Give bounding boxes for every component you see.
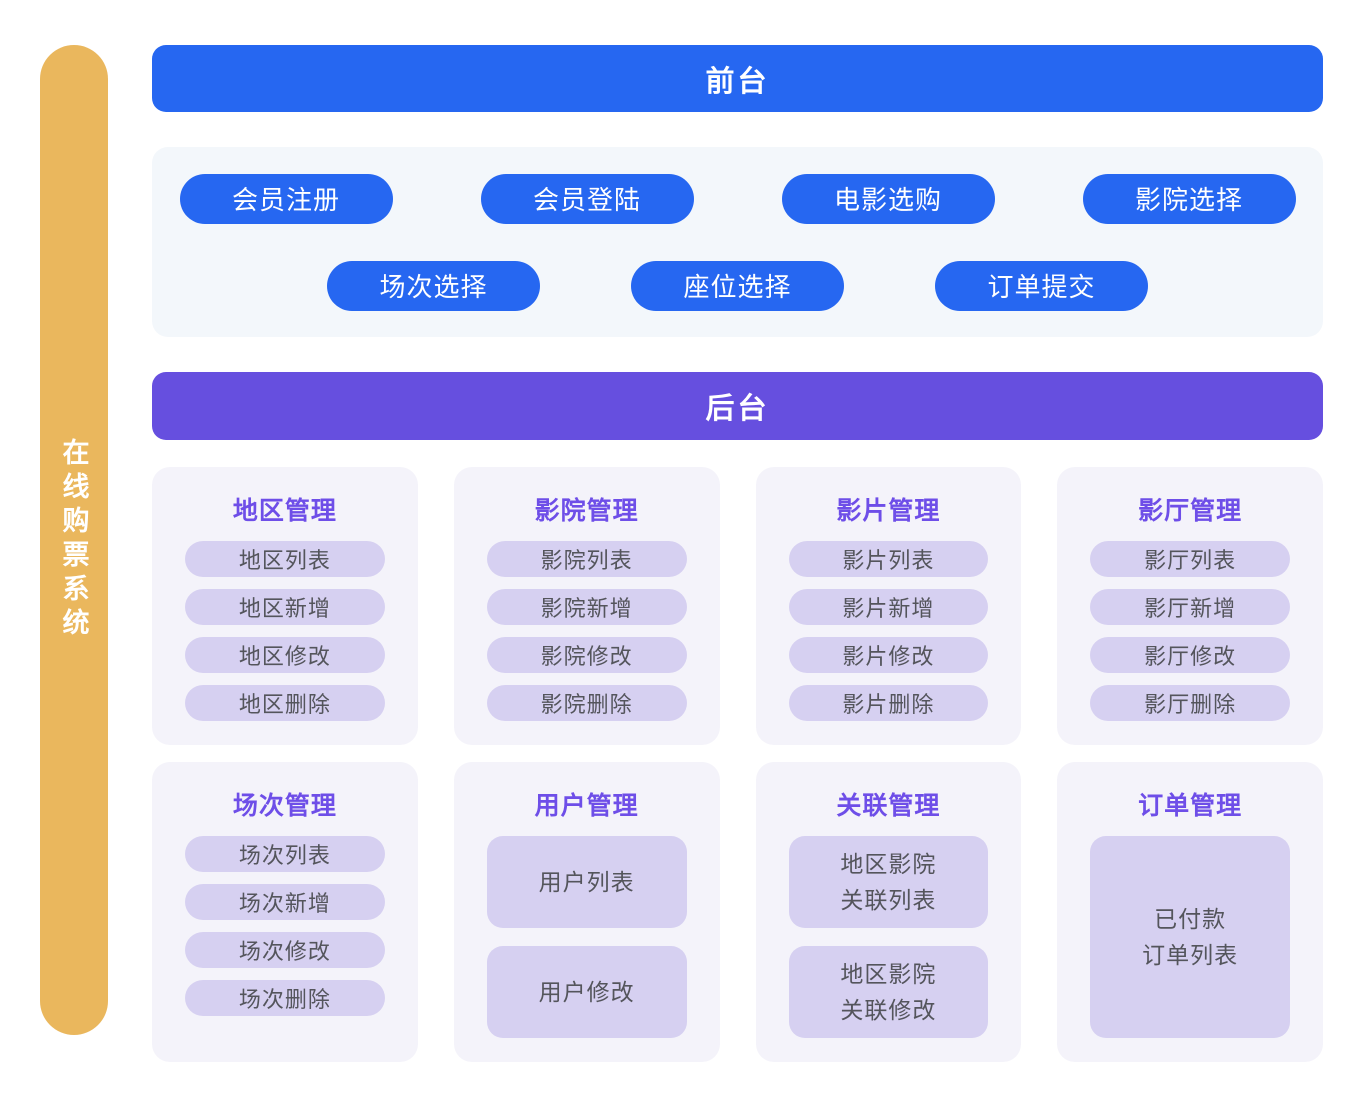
card-item: 场次新增 [185,884,385,920]
card-item-line: 订单列表 [1142,942,1239,968]
card-item: 已付款 订单列表 [1090,836,1290,1038]
card-title: 用户管理 [534,792,639,820]
card-relation-management: 关联管理 地区影院 关联列表 地区影院 关联修改 [755,762,1022,1062]
card-title: 影院管理 [534,497,639,525]
frontend-item-order-submit: 订单提交 [935,260,1148,311]
card-item-list: 用户列表 用户修改 [486,836,687,1038]
card-user-management: 用户管理 用户列表 用户修改 [453,762,720,1062]
card-item-line: 已付款 [1154,906,1227,932]
card-item: 地区新增 [185,589,385,625]
card-item: 地区删除 [185,685,385,721]
card-item: 影厅删除 [1090,685,1290,721]
card-title: 关联管理 [836,792,941,820]
frontend-row-2: 场次选择 座位选择 订单提交 [327,260,1148,311]
card-title: 订单管理 [1138,792,1243,820]
card-title: 影厅管理 [1138,497,1243,525]
card-item-list: 影片列表 影片新增 影片修改 影片删除 [788,541,989,721]
card-item: 影厅修改 [1090,637,1290,673]
card-title: 场次管理 [232,792,337,820]
frontend-row-1: 会员注册 会员登陆 电影选购 影院选择 [179,173,1296,224]
card-cinema-management: 影院管理 影院列表 影院新增 影院修改 影院删除 [453,467,720,745]
backend-cards-row-2: 场次管理 场次列表 场次新增 场次修改 场次删除 用户管理 用户列表 用户修改 … [152,762,1323,1062]
card-item: 影片修改 [788,637,989,673]
frontend-item-movie-select: 电影选购 [781,173,995,224]
card-item: 影片新增 [788,589,989,625]
backend-header: 后台 [152,372,1323,440]
card-item: 用户修改 [486,946,687,1038]
card-item: 场次删除 [185,980,385,1016]
card-item-list: 已付款 订单列表 [1090,836,1290,1038]
card-item-list: 地区列表 地区新增 地区修改 地区删除 [185,541,385,721]
card-item-list: 影厅列表 影厅新增 影厅修改 影厅删除 [1090,541,1290,721]
card-item-list: 地区影院 关联列表 地区影院 关联修改 [788,836,989,1038]
card-item: 地区影院 关联修改 [788,946,989,1038]
frontend-item-cinema-select: 影院选择 [1082,173,1296,224]
frontend-item-member-register: 会员注册 [179,173,393,224]
frontend-item-seat-select: 座位选择 [631,260,844,311]
system-label-bar: 在线购票系统 [40,45,108,1035]
backend-cards-row-1: 地区管理 地区列表 地区新增 地区修改 地区删除 影院管理 影院列表 影院新增 … [152,467,1323,745]
card-title: 影片管理 [836,497,941,525]
card-item-line: 地区影院 [840,961,937,987]
card-item: 影院列表 [486,541,687,577]
card-item: 场次修改 [185,932,385,968]
card-order-management: 订单管理 已付款 订单列表 [1057,762,1323,1062]
card-item: 影院新增 [486,589,687,625]
card-item: 影厅列表 [1090,541,1290,577]
card-film-management: 影片管理 影片列表 影片新增 影片修改 影片删除 [755,467,1022,745]
card-item: 地区影院 关联列表 [788,836,989,928]
card-item-list: 场次列表 场次新增 场次修改 场次删除 [185,836,385,1038]
frontend-header: 前台 [152,45,1323,112]
card-region-management: 地区管理 地区列表 地区新增 地区修改 地区删除 [152,467,418,745]
frontend-title: 前台 [705,65,770,98]
frontend-item-session-select: 场次选择 [327,260,540,311]
card-item: 地区列表 [185,541,385,577]
card-item: 影片列表 [788,541,989,577]
card-item: 影院删除 [486,685,687,721]
card-item: 影院修改 [486,637,687,673]
frontend-item-member-login: 会员登陆 [480,173,694,224]
card-title: 地区管理 [232,497,337,525]
frontend-panel: 会员注册 会员登陆 电影选购 影院选择 场次选择 座位选择 订单提交 [152,147,1323,337]
backend-title: 后台 [705,393,770,425]
system-label: 在线购票系统 [58,438,89,642]
card-item: 用户列表 [486,836,687,928]
card-item: 地区修改 [185,637,385,673]
card-item: 影片删除 [788,685,989,721]
card-item: 影厅新增 [1090,589,1290,625]
card-item-line: 地区影院 [840,851,937,877]
card-item-line: 关联修改 [840,997,937,1023]
card-item: 场次列表 [185,836,385,872]
card-item-list: 影院列表 影院新增 影院修改 影院删除 [486,541,687,721]
card-hall-management: 影厅管理 影厅列表 影厅新增 影厅修改 影厅删除 [1057,467,1323,745]
card-item-line: 关联列表 [840,887,937,913]
card-session-management: 场次管理 场次列表 场次新增 场次修改 场次删除 [152,762,418,1062]
